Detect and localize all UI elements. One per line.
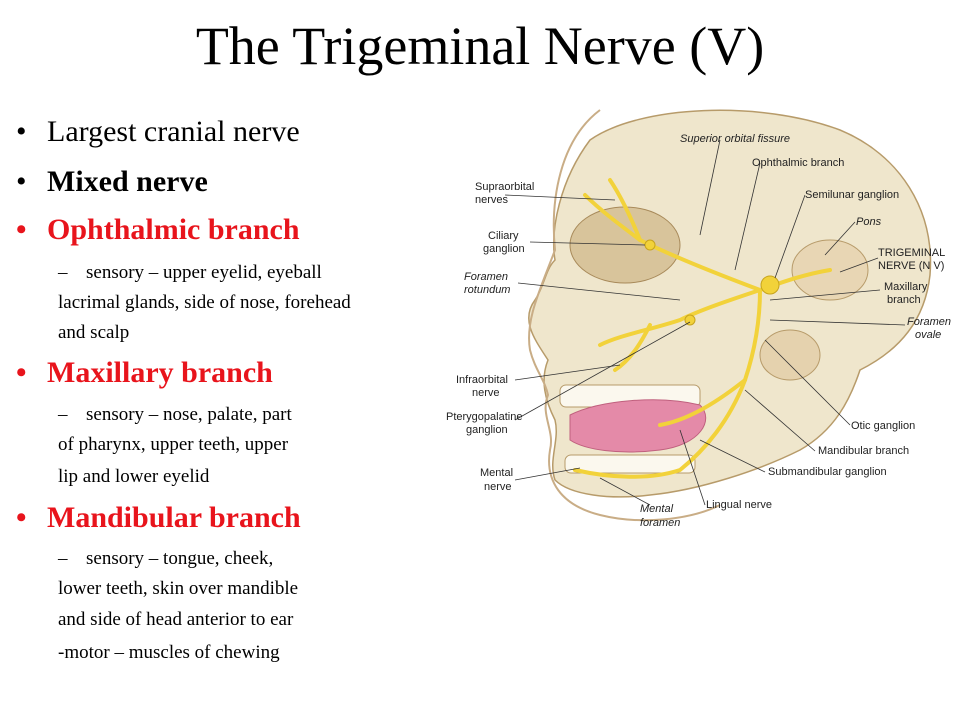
bullet-glyph: • [16,165,27,198]
bullet-glyph: • [16,213,27,246]
ear-region [759,329,821,381]
bullet-glyph: • [16,115,27,148]
ophthalmic-nerve [583,193,762,292]
label-supraorbital-1: Supraorbital [475,181,534,193]
bullet-mandibular: • Mandibular branch [16,500,301,536]
leader-pterygopalatine [514,321,691,421]
ophthalmic-sub-1: –sensory – upper eyelid, eyeball [58,260,322,285]
dash-glyph: – [58,548,68,569]
leader-trigeminal [839,257,879,273]
mandibular-sub-2: lower teeth, skin over mandible [58,578,299,599]
label-lingual-nerve: Lingual nerve [706,499,772,511]
leader-lines [504,139,906,506]
dash-glyph: – [58,262,68,283]
label-pons: Pons [856,216,882,228]
mandibular-nerve [573,288,762,479]
leader-mandibular [744,389,816,452]
label-pterygopalatine-1: Pterygopalatine [446,411,522,423]
bullet-glyph: • [16,356,27,389]
sub-text: sensory – upper eyelid, eyeball [86,262,322,283]
label-rotundum-1: Foramen [464,271,508,283]
mandibular-sub-1: –sensory – tongue, cheek, [58,546,273,571]
label-ovale-1: Foramen [907,316,951,328]
label-submandibular-ganglion: Submandibular ganglion [768,466,887,478]
label-superior-orbital-fissure: Superior orbital fissure [680,133,790,145]
leader-ophthalmic [734,162,761,271]
label-trigeminal-2: NERVE (N V) [878,260,944,272]
pterygopalatine-ganglion-dot [684,314,696,326]
infraorbital-nerve [613,323,652,372]
bullet-glyph: • [16,501,27,534]
label-semilunar-ganglion: Semilunar ganglion [805,189,899,201]
label-rotundum-2: rotundum [464,284,510,296]
label-maxillary-1: Maxillary [884,281,928,293]
leader-pons [824,221,856,256]
lingual-nerve [658,378,747,427]
ciliary-ganglion-dot [644,239,656,251]
tongue [569,399,707,453]
label-infraorbital-1: Infraorbital [456,374,508,386]
bullet-text: Mixed nerve [47,165,208,198]
leader-ovale [769,319,906,326]
sub-text: sensory – tongue, cheek, [86,548,274,569]
bullet-text: Ophthalmic branch [47,213,300,246]
sub-text: sensory – nose, palate, part [86,404,292,425]
leader-infraorbital [514,364,621,381]
label-mental-nerve-2: nerve [484,481,512,493]
supraorbital-nerve [608,178,642,242]
label-ciliary-1: Ciliary [488,230,519,242]
maxillary-nerve [598,288,762,347]
maxillary-sub-3: lip and lower eyelid [58,466,210,487]
ophthalmic-sub-2: lacrimal glands, side of nose, forehead [58,292,351,313]
leader-supraorbital [504,194,616,201]
label-ciliary-2: ganglion [483,243,525,255]
dash-glyph: – [58,404,68,425]
leader-rotundum [517,282,681,301]
label-mental-foramen-2: foramen [640,517,680,529]
label-trigeminal-1: TRIGEMINAL [878,247,945,259]
leader-maxillary [769,289,881,301]
bullet-text: Largest cranial nerve [47,115,300,148]
label-mandibular-branch: Mandibular branch [818,445,909,457]
label-ophthalmic-branch: Ophthalmic branch [752,157,844,169]
bullet-largest: • Largest cranial nerve [16,114,300,150]
bullet-text: Mandibular branch [47,501,301,534]
leader-otic [764,339,851,426]
label-supraorbital-2: nerves [475,194,509,206]
mandibular-sub-4: -motor – muscles of chewing [58,642,280,663]
ophthalmic-sub-3: and scalp [58,322,130,343]
maxillary-sub-1: –sensory – nose, palate, part [58,402,292,427]
bullet-mixed: • Mixed nerve [16,164,208,200]
mandibular-sub-3: and side of head anterior to ear [58,609,294,630]
slide-title: The Trigeminal Nerve (V) [195,16,765,76]
label-pterygopalatine-2: ganglion [466,424,508,436]
leader-superior-orbital [699,139,721,236]
bullet-text: Maxillary branch [47,356,273,389]
leader-lingual [679,429,706,506]
maxillary-sub-2: of pharynx, upper teeth, upper [58,434,289,455]
leader-ciliary [529,241,646,246]
label-mental-nerve-1: Mental [480,467,513,479]
label-infraorbital-2: nerve [472,387,500,399]
bullet-ophthalmic: • Ophthalmic branch [16,212,300,248]
nerve-branches [573,178,832,479]
lower-teeth [564,454,696,474]
bullet-list: • Largest cranial nerve • Mixed nerve • Oph… [0,0,450,720]
leader-submandibular [699,439,766,473]
orbit [569,206,681,284]
trigeminal-anatomy-illustration: Superior orbital fissure Ophthalmic bran… [446,109,951,529]
face-silhouette [528,109,721,522]
label-otic-ganglion: Otic ganglion [851,420,915,432]
leader-semilunar [774,194,806,279]
semilunar-ganglion [760,275,780,295]
label-maxillary-2: branch [887,294,921,306]
leader-mental [514,467,581,481]
label-mental-foramen-1: Mental [640,503,674,515]
bullet-maxillary: • Maxillary branch [16,355,273,391]
label-ovale-2: ovale [915,329,941,341]
leader-mental-foramen [599,477,651,506]
